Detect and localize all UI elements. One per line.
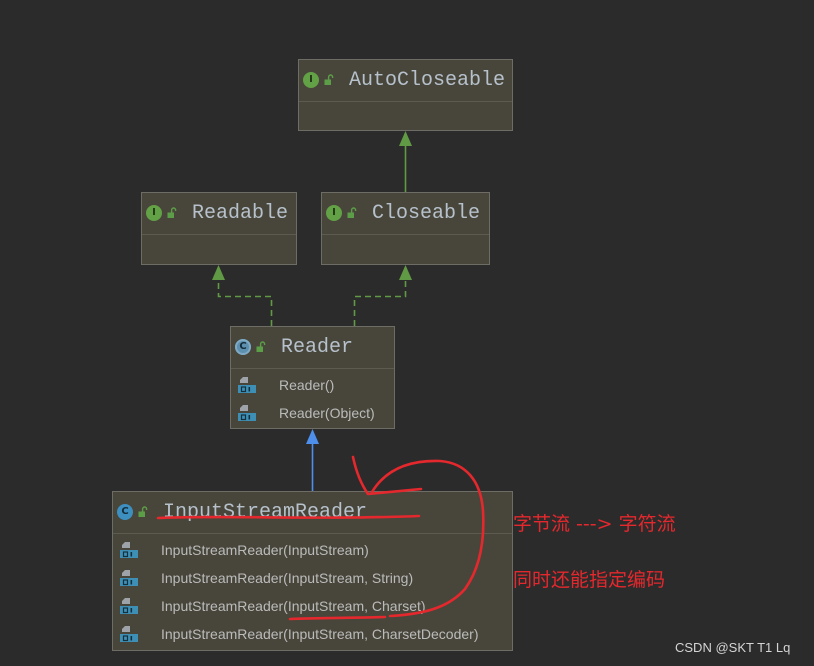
node-autocloseable[interactable]: I AutoCloseable — [298, 59, 513, 131]
member-row[interactable]: InputStreamReader(InputStream) — [113, 536, 512, 564]
arrow-head — [399, 131, 412, 146]
constructor-icon — [119, 541, 139, 559]
constructor-signature: Reader() — [279, 377, 335, 393]
unlocked-padlock-icon — [324, 74, 334, 86]
node-members: InputStreamReader(InputStream) InputStre… — [113, 534, 512, 648]
edge-reader-to-readable — [212, 265, 273, 326]
abstract-class-icon: C — [235, 339, 251, 355]
unlocked-padlock-icon — [256, 341, 266, 353]
node-header: C InputStreamReader — [113, 492, 512, 534]
constructor-icon — [119, 569, 139, 587]
arrow-head — [306, 429, 319, 444]
class-icon: C — [117, 504, 133, 520]
edge-line — [217, 279, 273, 326]
annotation-line-1: 字节流 ---> 字符流 — [513, 513, 676, 535]
node-members — [299, 102, 512, 104]
constructor-icon — [237, 376, 257, 394]
node-name: AutoCloseable — [349, 69, 506, 92]
badge-letter: C — [121, 506, 129, 517]
unlocked-padlock-icon — [167, 207, 177, 219]
constructor-icon — [119, 597, 139, 615]
constructor-signature: InputStreamReader(InputStream) — [161, 542, 369, 558]
interface-icon: I — [326, 205, 342, 221]
constructor-signature: InputStreamReader(InputStream, String) — [161, 570, 414, 586]
badge-letter: C — [239, 341, 247, 352]
interface-icon: I — [303, 72, 319, 88]
constructor-signature: Reader(Object) — [279, 405, 375, 421]
node-inputstreamreader[interactable]: C InputStreamReader InputStreamReader(In… — [112, 491, 513, 651]
interface-icon: I — [146, 205, 162, 221]
edge-reader-to-closeable — [353, 265, 412, 326]
node-members: Reader() Reader(Object) — [231, 369, 394, 427]
node-header: I Closeable — [322, 193, 489, 235]
member-row[interactable]: InputStreamReader(InputStream, CharsetDe… — [113, 620, 512, 648]
unlocked-padlock-icon — [347, 207, 357, 219]
node-name: Closeable — [372, 202, 481, 225]
watermark: CSDN @SKT T1 Lq — [675, 640, 791, 655]
node-name: Reader — [281, 336, 354, 359]
member-row[interactable]: Reader(Object) — [231, 399, 394, 427]
edge-line — [353, 279, 407, 326]
member-row[interactable]: Reader() — [231, 371, 394, 399]
node-readable[interactable]: I Readable — [141, 192, 297, 265]
edge-closeable-to-autocloseable — [399, 131, 412, 192]
node-name: Readable — [192, 202, 289, 225]
badge-letter: I — [332, 207, 336, 218]
node-members — [142, 235, 296, 237]
node-reader[interactable]: C Reader Reader() Reader(Object) — [230, 326, 395, 429]
edge-inputstreamreader-to-reader — [306, 429, 319, 491]
arrow-head — [399, 265, 412, 280]
member-row[interactable]: InputStreamReader(InputStream, String) — [113, 564, 512, 592]
node-header: I Readable — [142, 193, 296, 235]
node-header: I AutoCloseable — [299, 60, 512, 102]
unlocked-padlock-icon — [138, 506, 148, 518]
badge-letter: I — [152, 207, 156, 218]
arrow-head — [212, 265, 225, 280]
member-row[interactable]: InputStreamReader(InputStream, Charset) — [113, 592, 512, 620]
constructor-icon — [119, 625, 139, 643]
constructor-signature: InputStreamReader(InputStream, CharsetDe… — [161, 626, 479, 642]
node-closeable[interactable]: I Closeable — [321, 192, 490, 265]
annotation-line-2: 同时还能指定编码 — [513, 569, 666, 591]
badge-letter: I — [309, 74, 313, 85]
constructor-signature: InputStreamReader(InputStream, Charset) — [161, 598, 426, 614]
node-header: C Reader — [231, 327, 394, 369]
node-name: InputStreamReader — [163, 501, 368, 524]
node-members — [322, 235, 489, 237]
constructor-icon — [237, 404, 257, 422]
arrow-head-stroke — [351, 455, 423, 496]
